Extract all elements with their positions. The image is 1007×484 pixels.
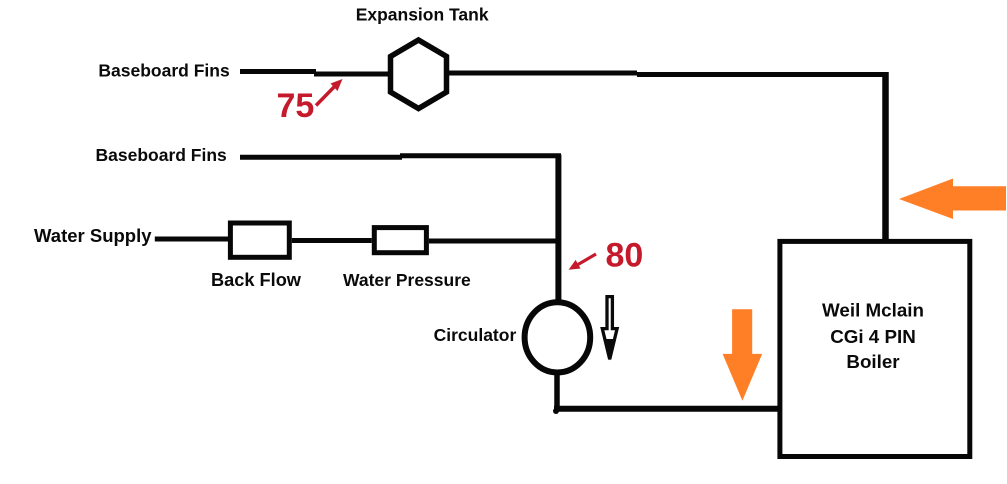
svg-text:Back Flow: Back Flow bbox=[211, 270, 302, 290]
svg-text:75: 75 bbox=[277, 87, 315, 125]
svg-text:Circulator: Circulator bbox=[434, 325, 517, 345]
svg-text:Boiler: Boiler bbox=[846, 351, 900, 372]
svg-text:Water Supply: Water Supply bbox=[34, 225, 152, 246]
svg-text:CGi 4 PIN: CGi 4 PIN bbox=[830, 326, 916, 347]
svg-text:Baseboard Fins: Baseboard Fins bbox=[96, 145, 228, 165]
svg-text:Water Pressure: Water Pressure bbox=[343, 270, 471, 290]
svg-text:Expansion Tank: Expansion Tank bbox=[356, 5, 489, 25]
svg-text:Weil Mclain: Weil Mclain bbox=[822, 300, 924, 321]
svg-text:Baseboard Fins: Baseboard Fins bbox=[98, 61, 230, 81]
svg-text:80: 80 bbox=[606, 236, 644, 274]
